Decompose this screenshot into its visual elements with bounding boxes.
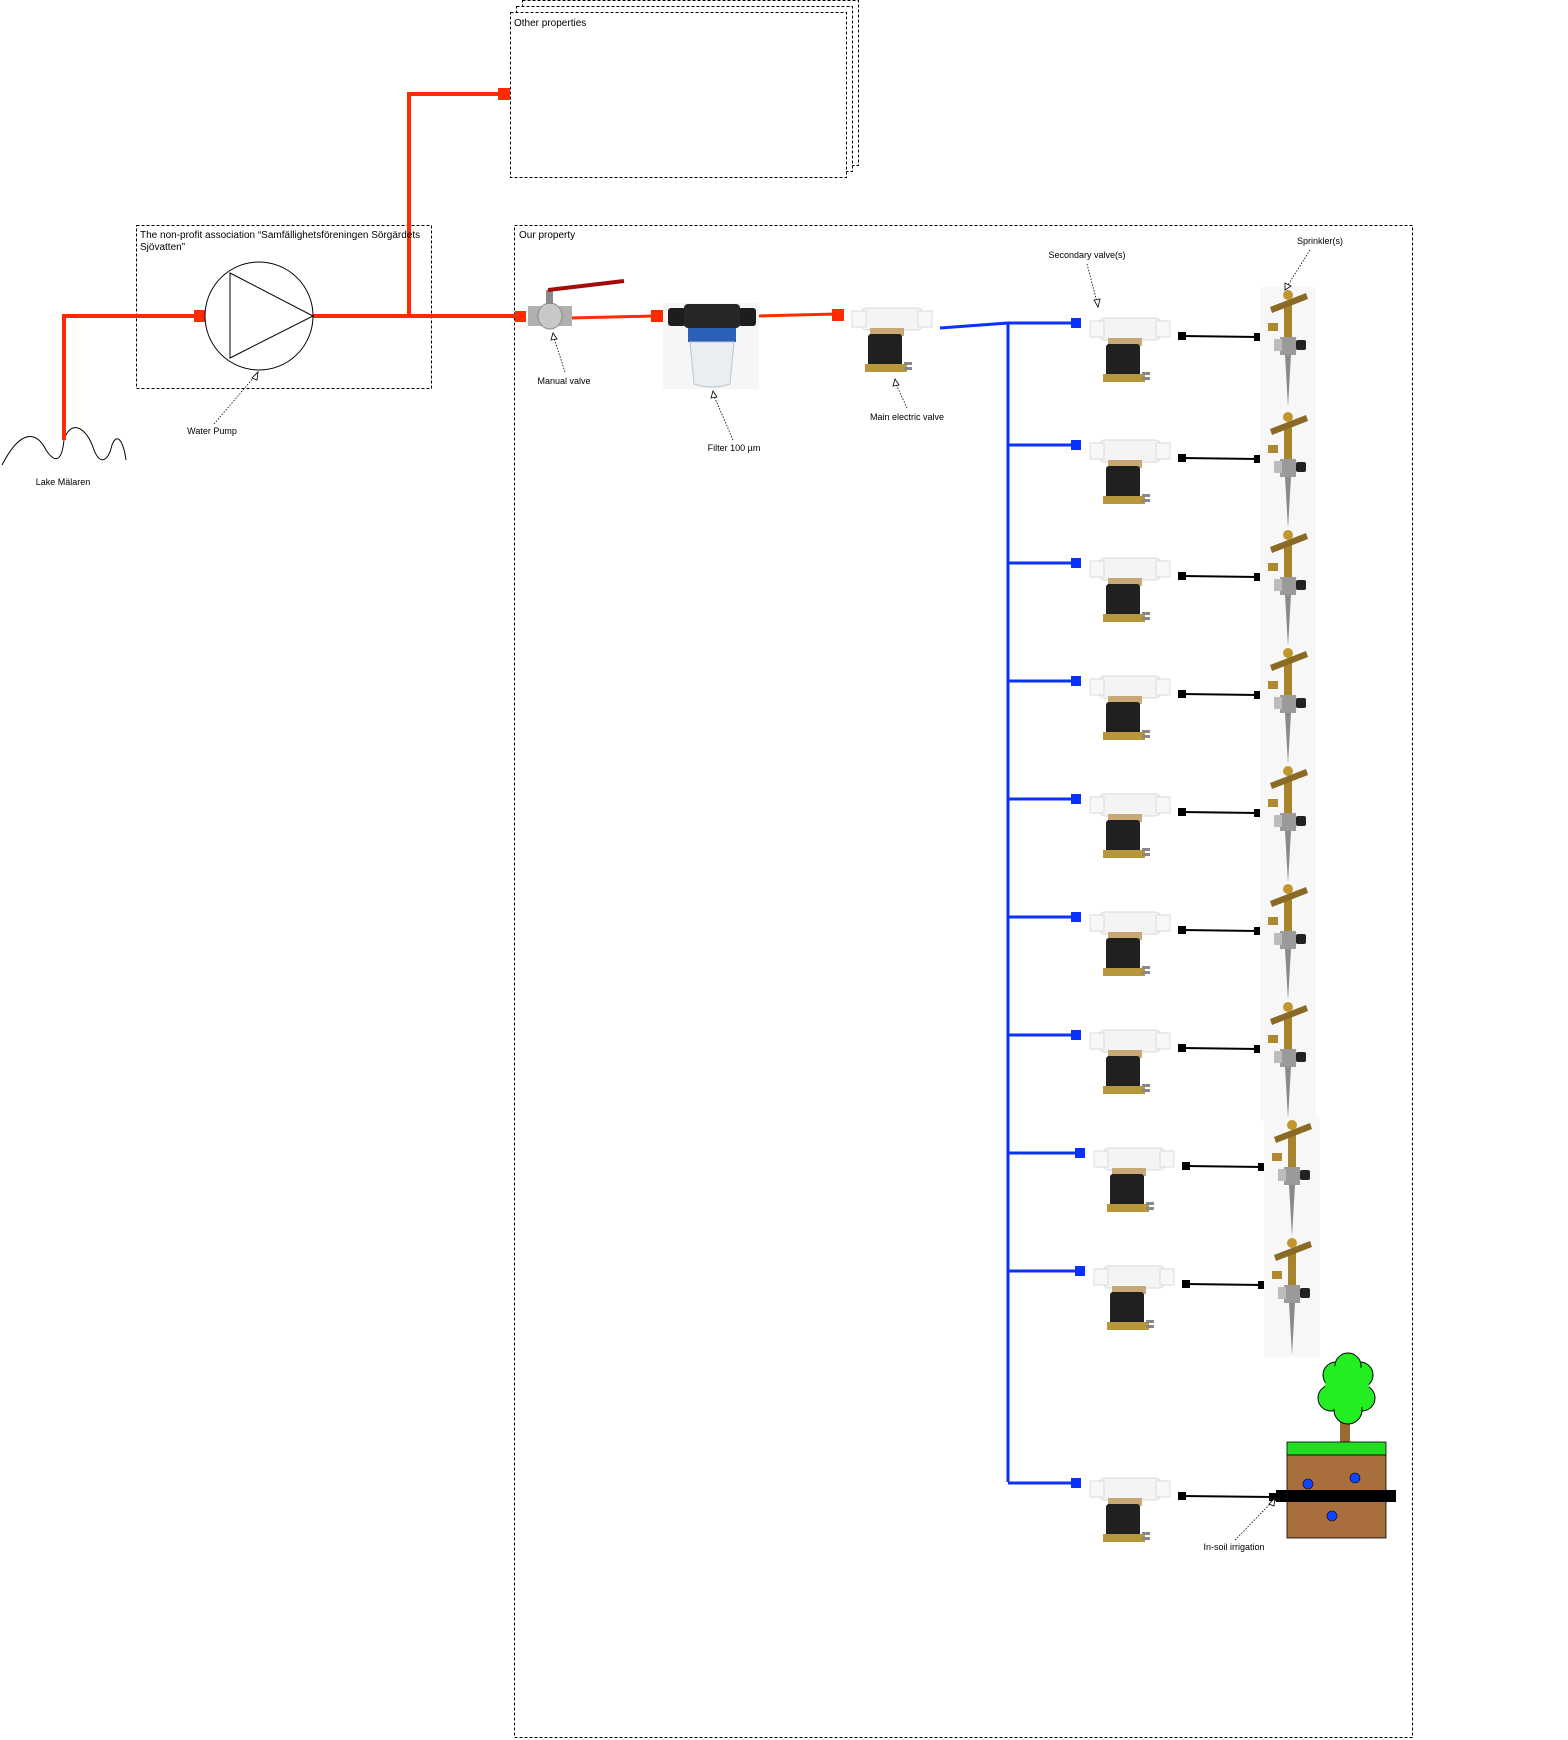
secondary-valve-icon (1090, 676, 1170, 740)
sprinkler-icon (1260, 881, 1316, 1003)
secondary-valve-inlet-connector (1075, 1266, 1085, 1276)
pipe-filter-to-main-valve (758, 314, 836, 316)
hose (1182, 336, 1258, 337)
secondary-valve-inlet-connector (1071, 1030, 1081, 1040)
other-properties-connector (498, 88, 510, 100)
secondary-valve-inlet-connector (1071, 794, 1081, 804)
sprinkler-icon (1264, 1235, 1320, 1357)
other-properties-pipe (409, 94, 500, 316)
manual-valve-icon (528, 281, 624, 329)
other-properties-box (511, 13, 847, 178)
other-properties-title: Other properties (514, 18, 586, 30)
secondary-valve-inlet-connector (1075, 1148, 1085, 1158)
pump-inlet-connector (194, 310, 206, 322)
main-distribution-pipe (940, 323, 1008, 1482)
main-electric-valve-icon (852, 308, 932, 372)
association-box-title: The non-profit association “Samfällighet… (140, 230, 422, 254)
main-valve-inlet-connector (832, 309, 844, 321)
manual-valve-label: Manual valve (537, 376, 590, 386)
secondary-valve-icon (1090, 440, 1170, 504)
hose (1182, 930, 1258, 931)
hose (1182, 812, 1258, 813)
filter-icon (663, 303, 759, 389)
main-electric-valve-label: Main electric valve (870, 412, 944, 422)
secondary-valve-icon (1090, 558, 1170, 622)
secondary-valves-label: Secondary valve(s) (1048, 250, 1125, 260)
in-soil-irrigation-label: In-soil irrigation (1203, 1542, 1264, 1552)
sprinkler-icon (1260, 527, 1316, 649)
in-soil-irrigation-icon (1276, 1353, 1396, 1538)
our-property-title: Our property (519, 230, 575, 242)
secondary-valve-icon (1094, 1266, 1174, 1330)
hose (1182, 1048, 1258, 1049)
secondary-valve-icon (1090, 1030, 1170, 1094)
secondary-valve-inlet-connector (1071, 558, 1081, 568)
sprinkler-icon (1264, 1117, 1320, 1239)
secondary-valve-inlet-connector (1071, 912, 1081, 922)
lake-label: Lake Mälaren (36, 477, 91, 487)
sprinklers-label: Sprinkler(s) (1297, 236, 1343, 246)
secondary-valve-inlet-connector (1071, 318, 1081, 328)
sprinkler-icon (1260, 287, 1316, 409)
pipe-valve-to-filter (570, 316, 654, 318)
sprinkler-icon (1260, 645, 1316, 767)
secondary-valve-inlet-connector (1071, 1478, 1081, 1488)
hose (1182, 458, 1258, 459)
secondary-valve-icon (1090, 912, 1170, 976)
hose (1186, 1166, 1262, 1167)
water-pump-icon (205, 262, 313, 370)
secondary-valve-inlet-connector (1071, 440, 1081, 450)
secondary-valve-icon (1090, 318, 1170, 382)
secondary-valve-icon (1090, 794, 1170, 858)
secondary-valve-icon (1090, 1478, 1170, 1542)
filter-inlet-connector (651, 310, 663, 322)
distribution-branches (1008, 287, 1320, 1542)
hose (1182, 576, 1258, 577)
manual-valve-inlet-connector (515, 311, 526, 322)
secondary-valve-icon (1094, 1148, 1174, 1212)
sprinkler-icon (1260, 409, 1316, 531)
intake-pipe (64, 316, 196, 440)
hose (1182, 1496, 1273, 1497)
sprinkler-icon (1260, 763, 1316, 885)
secondary-valve-inlet-connector (1071, 676, 1081, 686)
hose (1182, 694, 1258, 695)
sprinkler-icon (1260, 999, 1316, 1121)
filter-label: Filter 100 µm (708, 443, 761, 453)
hose (1186, 1284, 1262, 1285)
water-pump-label: Water Pump (187, 426, 237, 436)
